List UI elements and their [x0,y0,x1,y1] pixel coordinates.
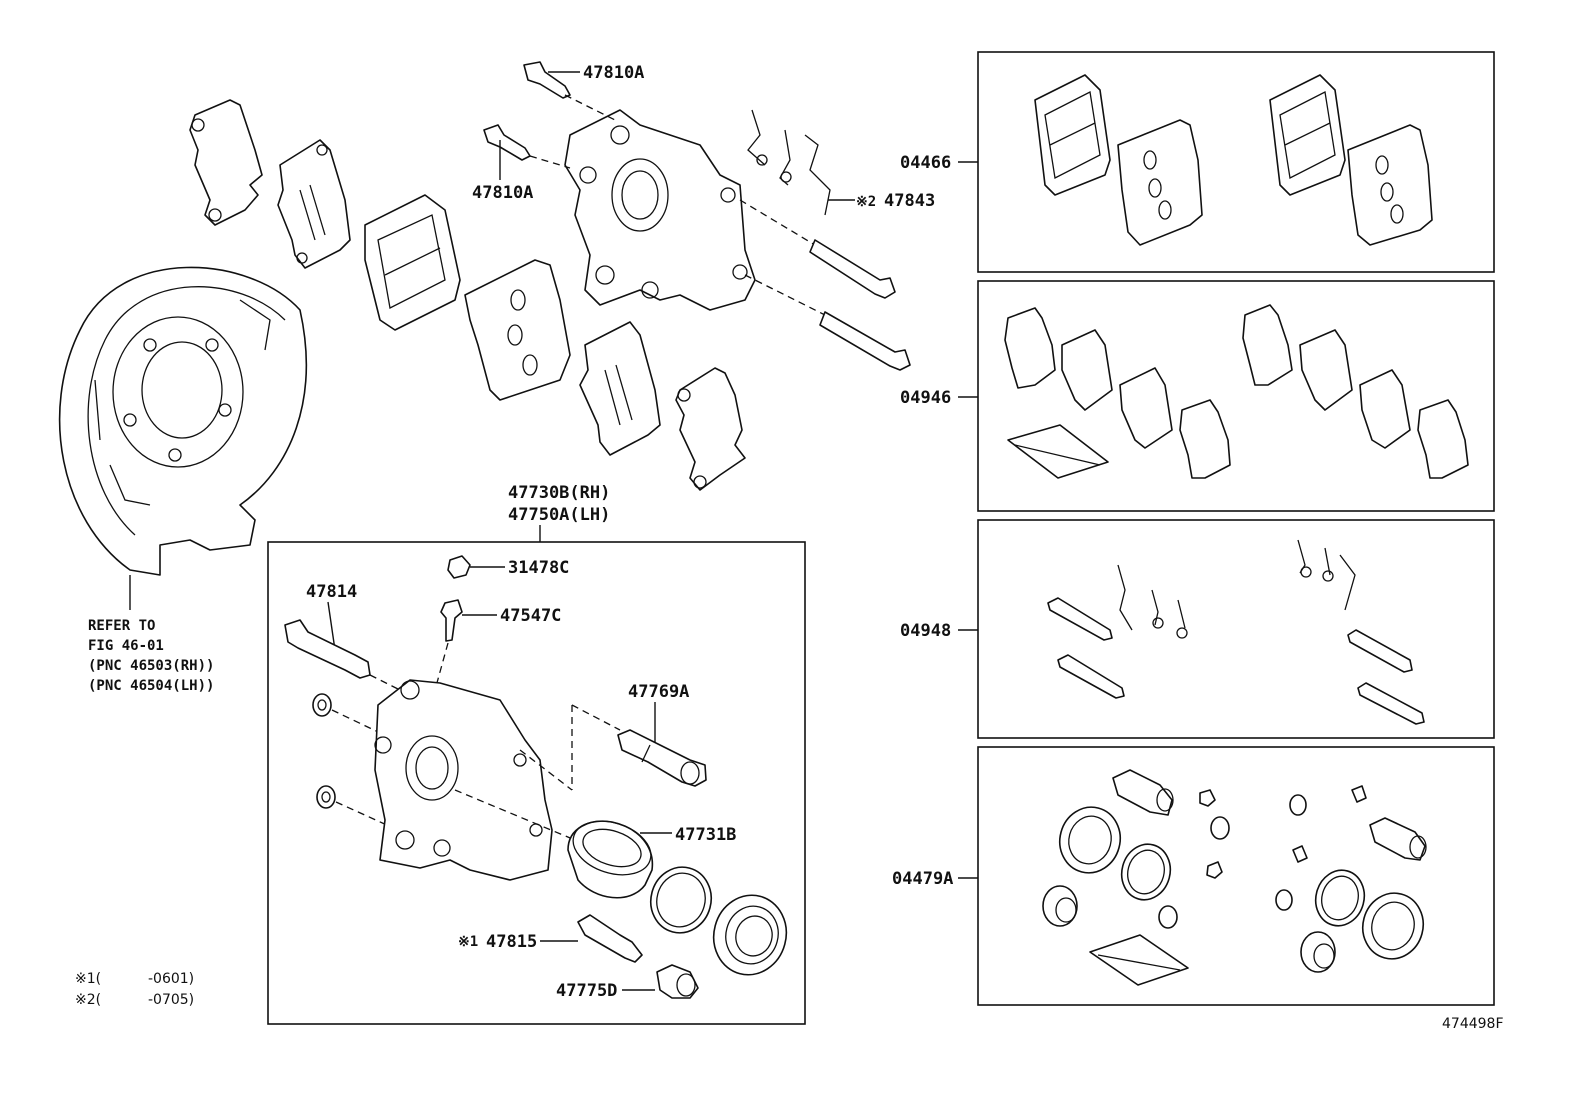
shim-outer-right [675,367,746,491]
shim-outer-left [189,99,263,226]
label-04479a: 04479A [892,869,953,889]
footnote-1-range: -0601) [148,971,194,987]
label-47731b: 47731B [675,825,736,845]
bolt-upper [523,61,616,121]
footnote-2-range: -0705) [148,992,194,1008]
label-04948: 04948 [900,621,951,641]
label-47814: 47814 [306,582,357,602]
label-04946: 04946 [900,388,951,408]
refer-note: REFER TO FIG 46-01 (PNC 46503(RH)) (PNC … [88,618,214,694]
kit-box-04948 [977,519,1495,739]
kit-04466-pads [1034,74,1433,246]
label-47815: 47815 [486,932,537,952]
piston-seal [649,866,713,934]
caliper-bracket-upper [564,109,756,311]
footnote-1-mark: ※1( [75,971,101,987]
washer-upper [312,693,396,741]
label-47775d: 47775D [556,981,617,1001]
pin-dash-1 [519,749,573,791]
pin-dash-3 [571,704,621,731]
label-47547c: 47547C [500,606,561,626]
slide-pin [617,729,707,787]
label-04466: 04466 [900,153,951,173]
brake-pad-left [364,194,461,331]
bleeder-cap [447,555,471,579]
piston-dash [454,789,576,841]
label-31478c: 31478C [508,558,569,578]
label-47810a-upper: 47810A [583,63,644,83]
kit-04479a-seals [1042,769,1427,986]
bleeder-screw [440,599,463,642]
label-47730b-rh: 47730B(RH) [508,483,610,503]
guide-pins-upper [739,199,911,371]
footnotes: ※1( -0601) ※2( -0705) [75,971,194,1008]
refer-line-4: (PNC 46504(LH)) [88,678,214,694]
label-47750a-lh: 47750A(LH) [508,505,610,525]
piston-boot [712,894,788,976]
kit-box-04479a [977,746,1495,1006]
dust-shield [58,266,307,576]
shim-inner-left [277,139,351,269]
mounting-bolt [284,619,401,691]
label-47843: 47843 [884,191,935,211]
refer-line-2: FIG 46-01 [88,638,164,654]
spring-note-mark: ※2 [856,194,876,210]
pin-note-mark: ※1 [458,934,478,950]
bolt-47814-leader [327,601,336,651]
label-47810a-lower: 47810A [472,183,533,203]
figure-id: 474498F [1442,1016,1504,1032]
kit-04948-pins [1047,539,1425,725]
pin-boot [656,964,699,999]
shim-inner-right [579,321,661,456]
refer-line-1: REFER TO [88,618,155,634]
bolt-lower [483,124,571,169]
label-47769a: 47769A [628,682,689,702]
footnote-2-mark: ※2( [75,992,101,1008]
piston [567,820,654,899]
refer-line-3: (PNC 46503(RH)) [88,658,214,674]
anti-rattle-springs [747,109,831,216]
caliper-body [374,679,553,881]
caliper-assembly-frame [267,541,806,1025]
kit-04946-shims [1004,304,1469,479]
pad-backing-left [464,259,571,401]
kit-box-04946 [977,280,1495,512]
guide-pin [577,914,643,963]
